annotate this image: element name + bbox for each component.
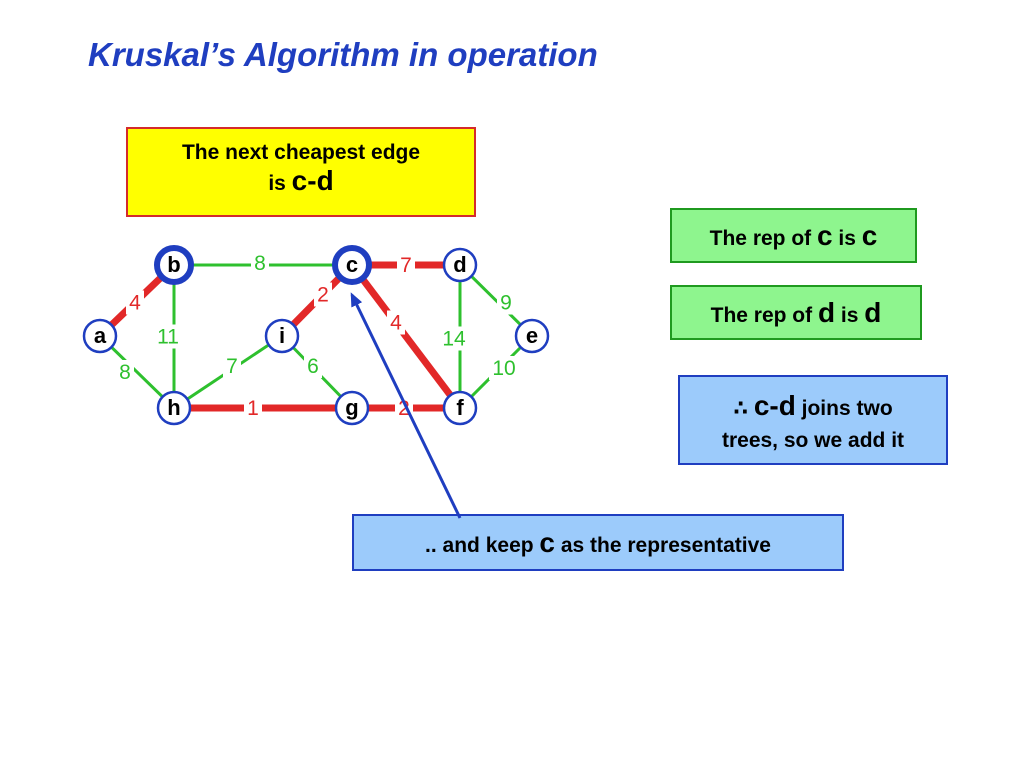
edge-weight-c-d: 7 xyxy=(400,254,412,277)
edge-weight-g-f: 2 xyxy=(398,397,410,420)
node-label-e: e xyxy=(526,323,538,348)
next-edge-prefix: is xyxy=(268,172,292,195)
node-label-i: i xyxy=(279,323,285,348)
node-circle-b xyxy=(154,245,194,285)
node-circle-d xyxy=(442,247,478,283)
node-label-d: d xyxy=(453,252,466,277)
edge-weight-bg-e-f xyxy=(489,356,519,380)
pointer-arrow xyxy=(350,292,462,519)
edge-weight-bg-h-g xyxy=(244,396,262,420)
node-circle-i xyxy=(264,318,300,354)
node-label-a: a xyxy=(94,323,107,348)
node-i: i xyxy=(264,318,300,354)
node-circle-f xyxy=(442,390,478,426)
node-circle-h xyxy=(156,390,192,426)
edge-weight-bg-i-g xyxy=(304,354,322,378)
edge-weight-i-g: 6 xyxy=(307,355,319,378)
edge-weight-d-f: 14 xyxy=(442,328,466,351)
rep-c-value: c xyxy=(861,220,878,251)
nodes-layer: a b c d e f g h i xyxy=(82,245,550,426)
edge-weight-h-g: 1 xyxy=(247,397,259,420)
node-label-g: g xyxy=(345,395,358,420)
node-label-b: b xyxy=(167,252,180,277)
node-circle-e xyxy=(514,318,550,354)
next-edge-line1: The next cheapest edge xyxy=(181,141,421,164)
next-edge-callout: The next cheapest edge is c-d xyxy=(126,127,476,217)
node-h: h xyxy=(156,390,192,426)
edge-weight-bg-b-h xyxy=(153,324,183,349)
node-g: g xyxy=(334,390,370,426)
edge-weight-bg-h-i xyxy=(223,354,241,378)
node-b: b xyxy=(154,245,194,285)
edge-weight-b-c: 8 xyxy=(254,252,266,275)
edge-weight-bg-c-f xyxy=(387,310,405,335)
joins-line1: ∴ c-d joins two xyxy=(680,390,946,425)
rep-c-prefix: The rep of xyxy=(709,227,817,250)
rep-d-value: d xyxy=(864,297,882,328)
next-edge-line2: is c-d xyxy=(128,167,474,198)
joins-line2: trees, so we add it xyxy=(721,429,905,452)
edge-weight-a-h: 8 xyxy=(119,361,131,384)
rep-d-prefix: The rep of xyxy=(710,304,818,327)
node-f: f xyxy=(442,390,478,426)
joins-edge-name: c-d xyxy=(753,390,796,421)
edge-weight-d-e: 9 xyxy=(500,292,512,315)
edge-weight-bg-d-e xyxy=(497,290,515,315)
edge-weight-b-h: 11 xyxy=(157,326,179,349)
edge-weight-bg-b-c xyxy=(251,251,269,275)
rep-c-var: c xyxy=(817,220,833,251)
rep-d-callout: The rep of d is d xyxy=(670,285,922,340)
edge-weight-c-f: 4 xyxy=(390,312,402,335)
node-circle-c xyxy=(332,245,372,285)
node-circle-a xyxy=(82,318,118,354)
edge-weight-bg-d-f xyxy=(439,326,469,351)
keep-representative-callout: .. and keep c as the representative xyxy=(352,514,844,571)
edge-weight-h-i: 7 xyxy=(226,355,238,378)
keep-var: c xyxy=(539,527,555,558)
page-title: Kruskal’s Algorithm in operation xyxy=(88,36,598,73)
keep-prefix: .. and keep xyxy=(425,534,540,557)
edge-weight-a-b: 4 xyxy=(129,292,141,315)
node-label-h: h xyxy=(167,395,180,420)
next-edge-name: c-d xyxy=(291,165,334,196)
node-e: e xyxy=(514,318,550,354)
edge-weight-bg-i-c xyxy=(314,282,332,307)
node-a: a xyxy=(82,318,118,354)
edge-weight-bg-a-b xyxy=(126,290,144,315)
node-d: d xyxy=(442,247,478,283)
edge-weight-bg-a-h xyxy=(116,360,134,384)
rep-d-mid: is xyxy=(835,304,865,327)
node-circle-g xyxy=(334,390,370,426)
node-c: c xyxy=(332,245,372,285)
rep-c-callout: The rep of c is c xyxy=(670,208,917,263)
rep-c-mid: is xyxy=(832,227,862,250)
node-label-f: f xyxy=(456,395,464,420)
node-label-c: c xyxy=(346,252,358,277)
keep-suffix: as the representative xyxy=(555,534,771,557)
rep-d-var: d xyxy=(817,297,836,328)
edge-weight-e-f: 10 xyxy=(492,357,515,380)
edge-weight-bg-c-d xyxy=(397,253,415,277)
joins-line1-rest: joins two xyxy=(795,397,893,420)
joins-trees-callout: ∴ c-d joins two trees, so we add it xyxy=(678,375,948,465)
therefore-symbol: ∴ xyxy=(733,397,748,420)
edge-weight-i-c: 2 xyxy=(317,284,329,307)
edge-c-f xyxy=(349,262,463,411)
